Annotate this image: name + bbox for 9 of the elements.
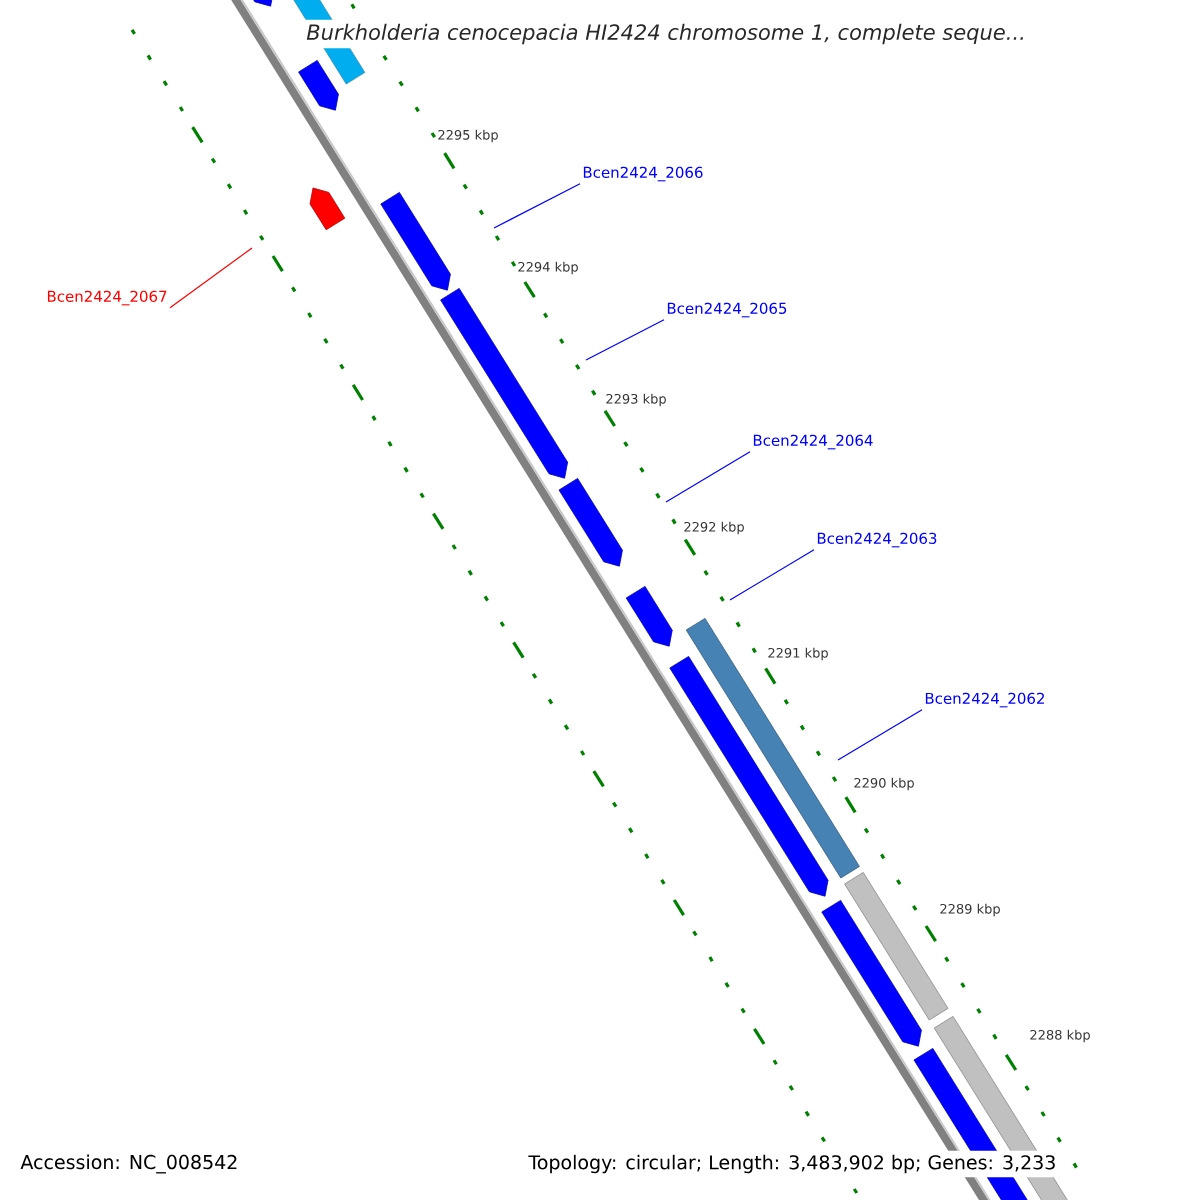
- leader-line: [665, 451, 751, 503]
- footer-text: Accession: NC_008542: [16, 1150, 243, 1178]
- leader-line: [493, 183, 581, 229]
- leader-line: [585, 319, 665, 361]
- map-title: Burkholderia cenocepacia HI2424 chromosome 1, complete seque...: [302, 19, 1030, 49]
- footer-text: Topology: circular; Length: 3,483,902 bp; Genes: 3,233: [524, 1150, 1061, 1178]
- leader-line: [729, 549, 815, 601]
- leader-line: [169, 247, 253, 309]
- leader-line: [837, 709, 923, 761]
